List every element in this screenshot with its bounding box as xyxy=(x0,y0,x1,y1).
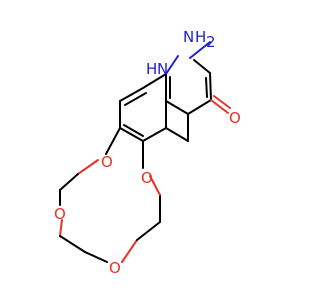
ring-nh-h-label: H xyxy=(146,60,157,78)
bond xyxy=(59,173,79,191)
bond xyxy=(205,77,208,98)
bond xyxy=(77,159,99,175)
bond xyxy=(210,99,229,114)
amine-n-label: N xyxy=(183,28,194,46)
bond xyxy=(105,127,121,155)
bond xyxy=(123,124,144,137)
bond xyxy=(189,41,211,59)
bond xyxy=(165,100,189,115)
bond xyxy=(136,221,161,241)
atom-labels: N H 2 H N O O O O O xyxy=(54,28,241,277)
carbonyl-o-label: O xyxy=(229,109,241,127)
bond xyxy=(213,95,231,109)
bond xyxy=(119,87,144,102)
bond xyxy=(119,127,144,142)
bond xyxy=(209,72,212,101)
bond xyxy=(165,55,179,75)
ring-bonds xyxy=(119,41,231,142)
bond xyxy=(124,92,147,106)
bond xyxy=(165,127,189,142)
crown-bonds xyxy=(59,127,161,263)
bond xyxy=(187,99,212,115)
bond xyxy=(84,251,108,263)
bond xyxy=(59,235,86,253)
molecule-structure: N H 2 H N O O O O O xyxy=(54,28,241,277)
bond xyxy=(149,175,161,196)
ether-o4-label: O xyxy=(141,169,153,187)
ether-o3-label: O xyxy=(109,259,121,277)
ether-o2-label: O xyxy=(54,205,66,223)
bond xyxy=(142,73,167,89)
bond xyxy=(121,239,138,263)
amine-subscript: 2 xyxy=(206,33,216,51)
ring-nh-n-label: N xyxy=(157,60,168,78)
bond xyxy=(193,59,211,74)
amine-h-label: H xyxy=(195,28,206,46)
bond xyxy=(142,127,167,142)
bond xyxy=(59,219,63,237)
ether-o1-label: O xyxy=(101,153,113,171)
